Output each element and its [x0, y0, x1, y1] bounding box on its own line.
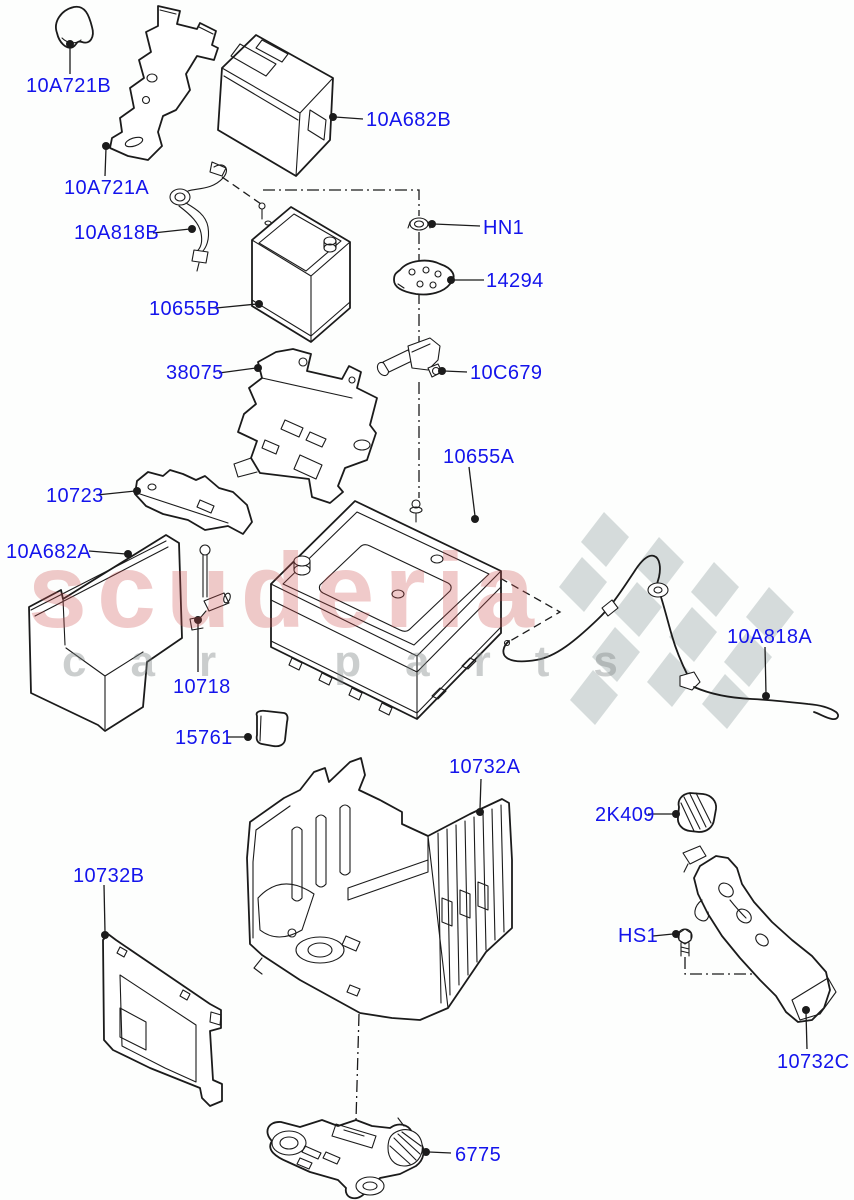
leader-10718: [194, 616, 202, 672]
leader-10732b: [101, 884, 109, 939]
part-label-2k409: 2K409: [595, 804, 655, 826]
part-2k409-cap: [677, 792, 717, 833]
leader-15761: [227, 733, 252, 741]
part-10732a-tray: [246, 757, 513, 1021]
part-label-10a721a: 10A721A: [64, 177, 150, 199]
part-label-hs1: HS1: [618, 925, 659, 947]
part-label-10a818b: 10A818B: [74, 222, 160, 244]
part-label-10a682b: 10A682B: [366, 109, 452, 131]
part-label-10655b: 10655B: [149, 298, 221, 320]
leader-10a682a: [88, 550, 132, 558]
part-label-10a682a: 10A682A: [6, 541, 92, 563]
part-10a818b-cable: [169, 161, 227, 272]
part-label-hn1: HN1: [483, 217, 525, 239]
part-label-38075: 38075: [166, 362, 224, 384]
part-6775-bracket: [266, 1117, 425, 1200]
part-label-15761: 15761: [175, 727, 233, 749]
part-10655b-battery: [251, 202, 351, 343]
leader-10a721a: [102, 142, 110, 177]
part-10655a-battery: [270, 499, 502, 720]
leader-hs1: [652, 930, 680, 938]
part-hn1-nut: [407, 217, 431, 231]
part-10732b-panel: [102, 933, 223, 1107]
part-14294-plate: [393, 259, 455, 296]
leader-10a721b: [66, 40, 74, 74]
leader-10655b: [215, 300, 263, 309]
part-label-14294: 14294: [486, 270, 544, 292]
part-10a721a-bracket: [109, 5, 219, 161]
leader-10a818b: [152, 225, 196, 234]
leader-10723: [96, 487, 141, 496]
part-10732c-bracket: [682, 845, 837, 1023]
part-label-10655a: 10655A: [443, 446, 515, 468]
leader-10a818a: [762, 646, 770, 700]
part-label-6775: 6775: [455, 1144, 502, 1166]
leader-hn1: [428, 220, 481, 228]
leader-38075: [218, 364, 262, 374]
part-label-10a721b: 10A721B: [26, 75, 112, 97]
leader-14294: [447, 276, 484, 284]
leader-10732a: [476, 778, 484, 816]
part-label-10732b: 10732B: [73, 865, 145, 887]
leader-10655a: [468, 466, 479, 523]
part-label-10732a: 10732A: [449, 756, 521, 778]
leader-lines: [66, 40, 810, 1156]
part-10718-rod: [189, 544, 231, 631]
part-10a682b-cover: [217, 34, 334, 177]
part-10a721b-cover: [55, 5, 94, 49]
leader-10c679: [438, 367, 468, 375]
part-10a818a-cable: [502, 554, 839, 721]
part-hs1-screw: [677, 928, 693, 957]
leader-10a682b: [329, 113, 364, 121]
leader-2k409: [648, 810, 680, 818]
part-label-10a818a: 10A818A: [727, 626, 813, 648]
leader-6775: [422, 1148, 452, 1156]
part-label-10723: 10723: [46, 485, 104, 507]
part-10a682a-cover: [28, 534, 183, 732]
construction-lines: [221, 176, 764, 1121]
leader-10732c: [802, 1006, 810, 1050]
part-10723-bracket: [134, 469, 253, 535]
part-10c679-clamp: [376, 337, 443, 378]
part-label-10732c: 10732C: [777, 1051, 850, 1073]
part-15761-pad: [255, 709, 289, 748]
part-label-10718: 10718: [173, 676, 231, 698]
part-38075-support: [233, 348, 378, 504]
part-label-10c679: 10C679: [470, 362, 543, 384]
